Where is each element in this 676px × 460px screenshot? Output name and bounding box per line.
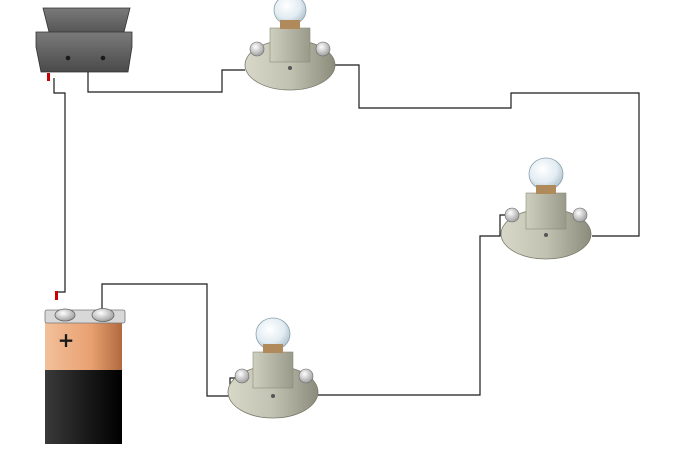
- light-bulb-1[interactable]: [244, 0, 336, 91]
- bulb-1-terminal-left: [249, 41, 265, 57]
- battery-terminal-right: [91, 308, 115, 322]
- bulb-1-center-screw: [288, 66, 292, 70]
- bulb-3-terminal-left: [234, 368, 250, 384]
- bulb-1-terminal-right: [315, 41, 331, 57]
- battery-terminal-left: [54, 308, 76, 322]
- switch-pin-left: [65, 55, 71, 61]
- bulb-1-screw: [280, 20, 300, 29]
- bulb-2-socket-neck: [525, 192, 567, 230]
- bulb-1-socket-neck: [269, 27, 311, 63]
- bulb-2-terminal-left: [504, 207, 520, 223]
- switch-contact-marker: [47, 73, 50, 81]
- battery-body: [45, 368, 122, 444]
- wire-bulb-3-to-battery: [101, 283, 238, 397]
- battery-plus-sign: +: [58, 328, 75, 352]
- bulb-3-socket-neck: [252, 351, 294, 389]
- bulb-2-center-screw: [544, 233, 548, 237]
- rocker-switch[interactable]: [35, 7, 133, 73]
- bulb-3-screw: [263, 344, 283, 353]
- switch-housing: [35, 31, 133, 73]
- wire-switch-to-battery: [53, 78, 66, 293]
- bulb-3-terminal-right: [298, 368, 314, 384]
- bulb-2-terminal-right: [572, 207, 588, 223]
- wire-bulb-2-to-bulb-3: [318, 214, 507, 396]
- wire-bulb-1-to-bulb-2: [333, 64, 640, 237]
- light-bulb-3[interactable]: [227, 317, 319, 419]
- wires: [53, 64, 640, 397]
- battery-top: [45, 320, 122, 370]
- wire-switch-to-bulb-1: [87, 69, 245, 93]
- bulb-3-center-screw: [271, 394, 275, 398]
- battery-contact-marker: [55, 291, 58, 300]
- light-bulb-2[interactable]: [500, 157, 592, 260]
- battery[interactable]: +: [44, 308, 126, 445]
- bulb-2-screw: [536, 185, 556, 194]
- switch-pin-right: [100, 55, 106, 61]
